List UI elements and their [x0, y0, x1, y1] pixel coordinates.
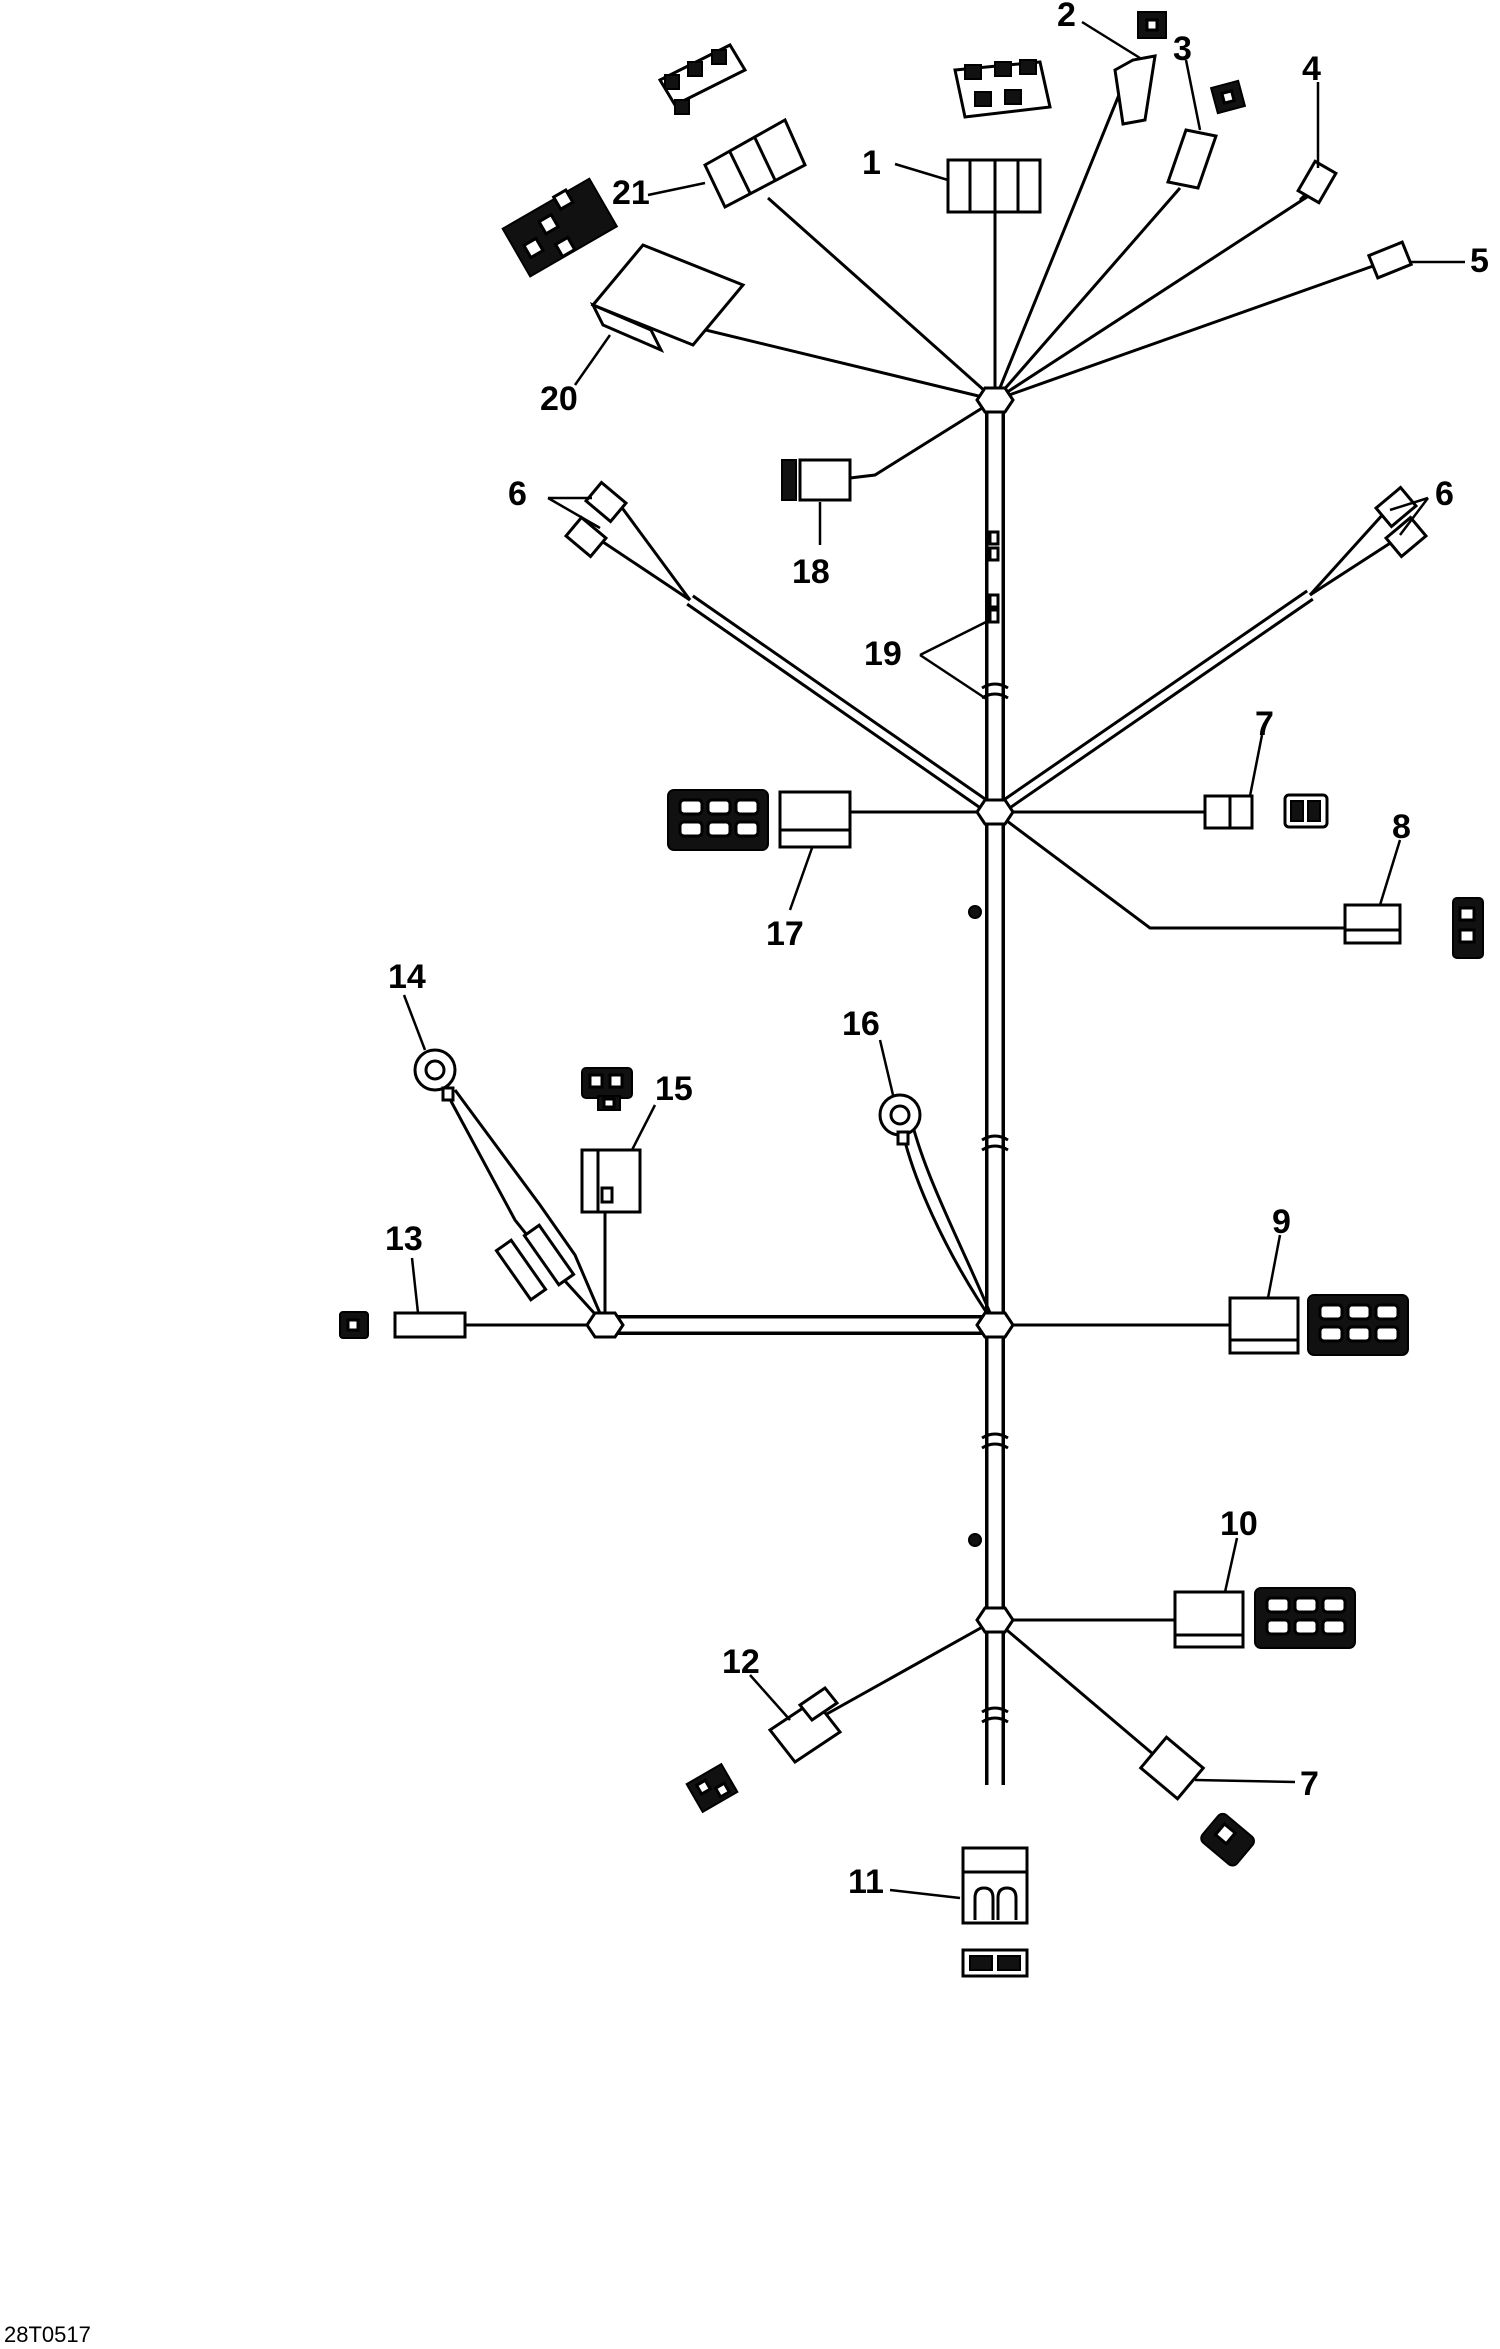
connector-10-mate	[1254, 1587, 1356, 1649]
connector-21	[703, 117, 807, 210]
callout-4: 4	[1302, 50, 1321, 88]
callout-leaders	[402, 20, 1465, 1900]
connector-1	[946, 158, 1042, 214]
connector-11	[961, 1846, 1029, 1925]
callout-11: 11	[848, 1863, 884, 1901]
junction-node	[975, 798, 1015, 826]
connector-21-mate	[657, 43, 748, 115]
connector-3-mate	[1209, 79, 1247, 115]
connector-8-mate	[1452, 897, 1484, 959]
callout-18: 18	[792, 553, 830, 591]
connector-5	[1366, 240, 1414, 280]
junction-node	[975, 1311, 1015, 1339]
connector-8	[1343, 903, 1402, 945]
junction-lower-mid	[605, 1104, 1230, 1339]
connector-18	[781, 458, 852, 502]
trunk-clip-marks	[968, 530, 1000, 1547]
junction-top	[684, 79, 1391, 480]
callout-6-right: 6	[1435, 475, 1454, 513]
main-trunk	[968, 400, 1009, 1785]
connector-11-mate	[961, 1948, 1029, 1978]
callout-1: 1	[862, 144, 881, 182]
inline-fuse	[494, 1223, 576, 1302]
callout-9: 9	[1272, 1203, 1291, 1241]
callout-10: 10	[1220, 1505, 1258, 1543]
callout-12: 12	[722, 1643, 760, 1681]
connector-6-left	[563, 480, 629, 559]
ring-terminal-14	[413, 1048, 457, 1102]
connector-7-lower	[1138, 1735, 1206, 1801]
callout-8: 8	[1392, 808, 1411, 846]
callout-6-left: 6	[508, 475, 527, 513]
connector-12	[767, 1685, 843, 1765]
connector-20-mate	[501, 177, 619, 278]
callout-7-lower: 7	[1300, 1765, 1319, 1803]
connector-2	[1113, 54, 1157, 126]
callout-19: 19	[864, 635, 902, 673]
figure-code: 28T0517	[4, 2322, 91, 2347]
callout-5: 5	[1470, 242, 1489, 280]
connector-15-mate	[581, 1067, 633, 1111]
junction-node	[585, 1311, 625, 1339]
connector-17	[778, 790, 852, 849]
callout-20: 20	[540, 380, 578, 418]
junction-node	[975, 386, 1015, 414]
callout-3: 3	[1173, 30, 1192, 68]
junction-bottom	[824, 1606, 1175, 1762]
callout-7-upper: 7	[1255, 705, 1274, 743]
connector-17-mate	[667, 789, 769, 851]
connector-10	[1173, 1590, 1245, 1649]
connector-13-mate	[339, 1311, 369, 1339]
connector-15	[580, 1148, 642, 1214]
connector-7-upper	[1203, 794, 1254, 830]
callout-14: 14	[388, 958, 426, 996]
connector-2-mate	[1137, 11, 1167, 39]
connector-4	[1296, 159, 1338, 205]
connector-9	[1228, 1296, 1300, 1355]
callout-13: 13	[385, 1220, 423, 1258]
connector-20	[589, 243, 746, 354]
connector-3	[1166, 128, 1218, 190]
connector-1-mate	[953, 59, 1052, 119]
connector-7-lower-mate	[1200, 1812, 1255, 1867]
connector-12-mate	[685, 1762, 739, 1814]
connector-7-upper-mate	[1283, 793, 1329, 829]
callout-21: 21	[612, 174, 650, 212]
callout-16: 16	[842, 1005, 880, 1043]
junction-node	[975, 1606, 1015, 1634]
callout-labels: 1 2 3 4 5 6 6 7 7 8 9 10 11 12 13 14 15 …	[385, 0, 1489, 1901]
callout-15: 15	[655, 1070, 693, 1108]
connector-9-mate	[1307, 1294, 1409, 1356]
callout-17: 17	[766, 915, 804, 953]
callout-2: 2	[1057, 0, 1076, 34]
connector-13	[393, 1311, 467, 1339]
junction-upper-mid	[599, 504, 1396, 930]
ring-terminal-16	[878, 1093, 922, 1146]
